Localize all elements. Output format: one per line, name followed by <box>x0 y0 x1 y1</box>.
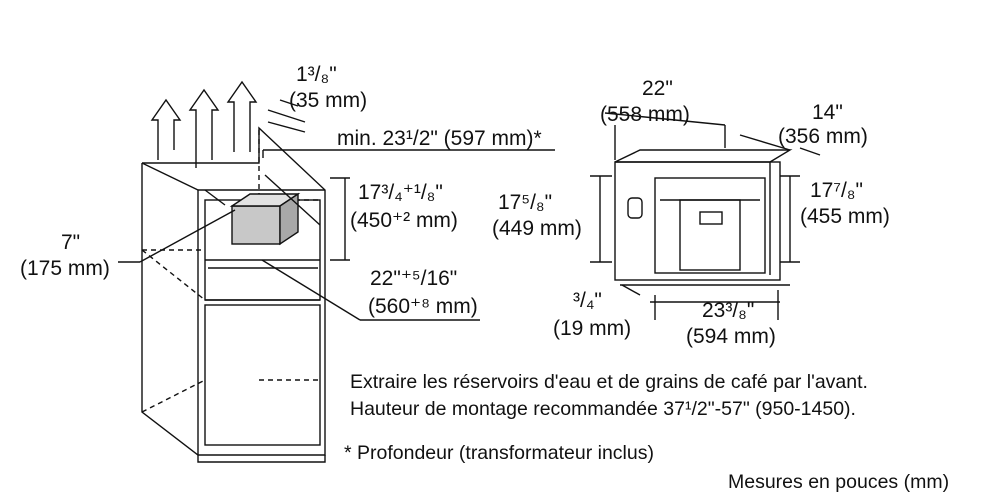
unit-depth-inch-label: 14" <box>812 101 843 124</box>
side-distance-mm-label: (175 mm) <box>20 257 110 280</box>
front-offset-mm-label: (19 mm) <box>553 317 632 340</box>
footnote-depth: * Profondeur (transformateur inclus) <box>344 442 654 464</box>
unit-height-right-inch-label: 17⁷/₈" <box>810 179 863 202</box>
min-depth-label: min. 23¹/2" (597 mm)* <box>337 127 542 150</box>
front-offset-inch-label: ³/₄" <box>573 289 602 312</box>
appliance-dimensions <box>590 112 821 320</box>
top-gap-inch-label: 1³/₈" <box>296 63 337 86</box>
appliance-drawing <box>614 149 793 286</box>
niche-height-inch-label: 17³/₄⁺¹/₈" <box>358 181 443 204</box>
top-gap-mm-label: (35 mm) <box>289 89 368 112</box>
unit-width-inch-label: 22" <box>642 77 673 100</box>
ventilation-arrows <box>150 80 258 168</box>
note-reservoirs: Extraire les réservoirs d'eau et de grai… <box>350 371 868 393</box>
unit-height-right-mm-label: (455 mm) <box>800 205 890 228</box>
unit-height-left-inch-label: 17⁵/₈" <box>498 191 553 214</box>
front-width-mm-label: (594 mm) <box>686 325 776 348</box>
cabinet-drawing <box>141 126 326 463</box>
unit-height-left-mm-label: (449 mm) <box>492 217 582 240</box>
niche-width-mm-label: (560⁺⁸ mm) <box>368 295 478 318</box>
note-mounting-height: Hauteur de montage recommandée 37¹/2"-57… <box>350 398 856 420</box>
front-width-inch-label: 23³/₈" <box>702 299 755 322</box>
transformer-box <box>229 192 301 246</box>
unit-depth-mm-label: (356 mm) <box>778 125 868 148</box>
side-distance-inch-label: 7" <box>61 231 81 254</box>
units-note: Mesures en pouces (mm) <box>728 471 950 493</box>
unit-width-mm-label: (558 mm) <box>600 103 690 126</box>
niche-width-inch-label: 22"⁺⁵/16" <box>370 267 458 290</box>
niche-height-mm-label: (450⁺² mm) <box>350 209 458 232</box>
cabinet-dimensions <box>118 99 555 321</box>
